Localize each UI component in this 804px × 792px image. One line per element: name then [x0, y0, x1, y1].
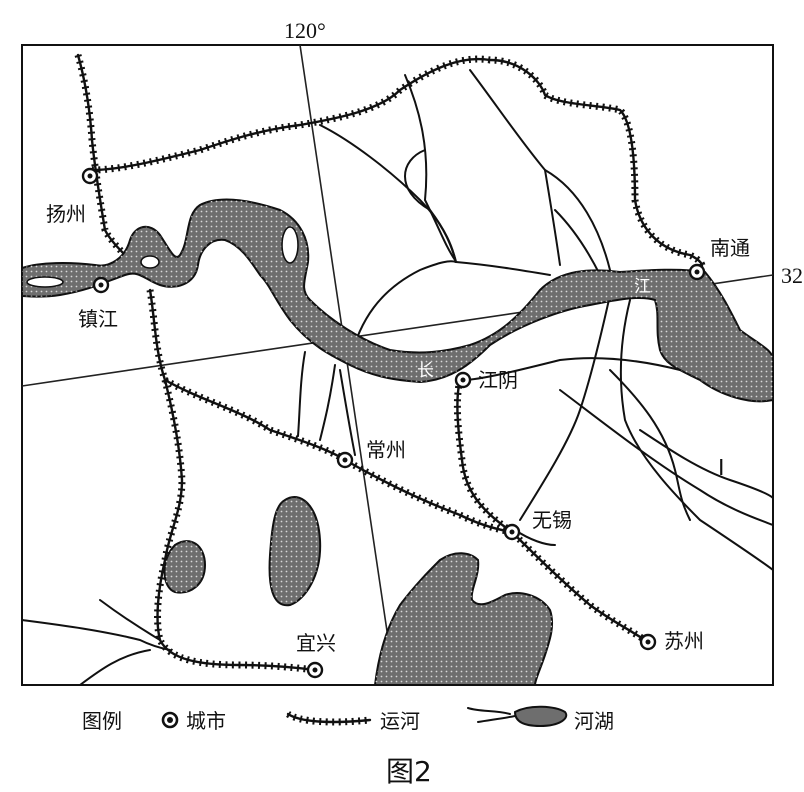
region-marker-I: Ⅰ: [718, 455, 725, 480]
legend: 图例 城市 运河 河湖: [82, 705, 614, 733]
river-label-jiang: 江: [634, 277, 651, 297]
legend-canal-label: 运河: [380, 709, 420, 733]
river-label-chang: 长: [417, 361, 434, 381]
city-wuxi: 无锡: [503, 508, 572, 541]
lon-label: 120°: [284, 18, 326, 43]
city-name: 扬州: [46, 202, 86, 226]
city-yangzhou: 扬州: [46, 167, 99, 226]
legend-city-label: 城市: [186, 709, 226, 733]
city-name: 镇江: [78, 307, 118, 331]
legend-water-label: 河湖: [574, 709, 614, 733]
city-name: 苏州: [664, 629, 704, 653]
legend-water-shape: [513, 705, 568, 728]
legend-title: 图例: [82, 709, 122, 733]
city-zhenjiang: 镇江: [78, 276, 118, 331]
city-name: 南通: [710, 236, 750, 260]
lat-label: 32: [781, 263, 803, 288]
figure-caption: 图2: [386, 755, 432, 788]
lakes: [163, 495, 554, 685]
city-name: 江阴: [478, 368, 518, 392]
canal-network: [74, 53, 706, 674]
city-suzhou: 苏州: [639, 629, 704, 653]
city-name: 无锡: [532, 508, 572, 532]
city-nantong: 南通: [688, 236, 750, 281]
meridian-120-line: [299, 45, 396, 685]
city-changzhou: 常州: [336, 438, 406, 469]
city-name: 常州: [366, 438, 406, 462]
city-yixing: 宜兴: [296, 631, 336, 679]
city-name: 宜兴: [296, 631, 336, 655]
city-jiangyin: 江阴: [454, 368, 518, 392]
yangtze-river: [22, 198, 773, 403]
rivers: [22, 69, 773, 685]
legend-water-icon: [467, 707, 511, 715]
